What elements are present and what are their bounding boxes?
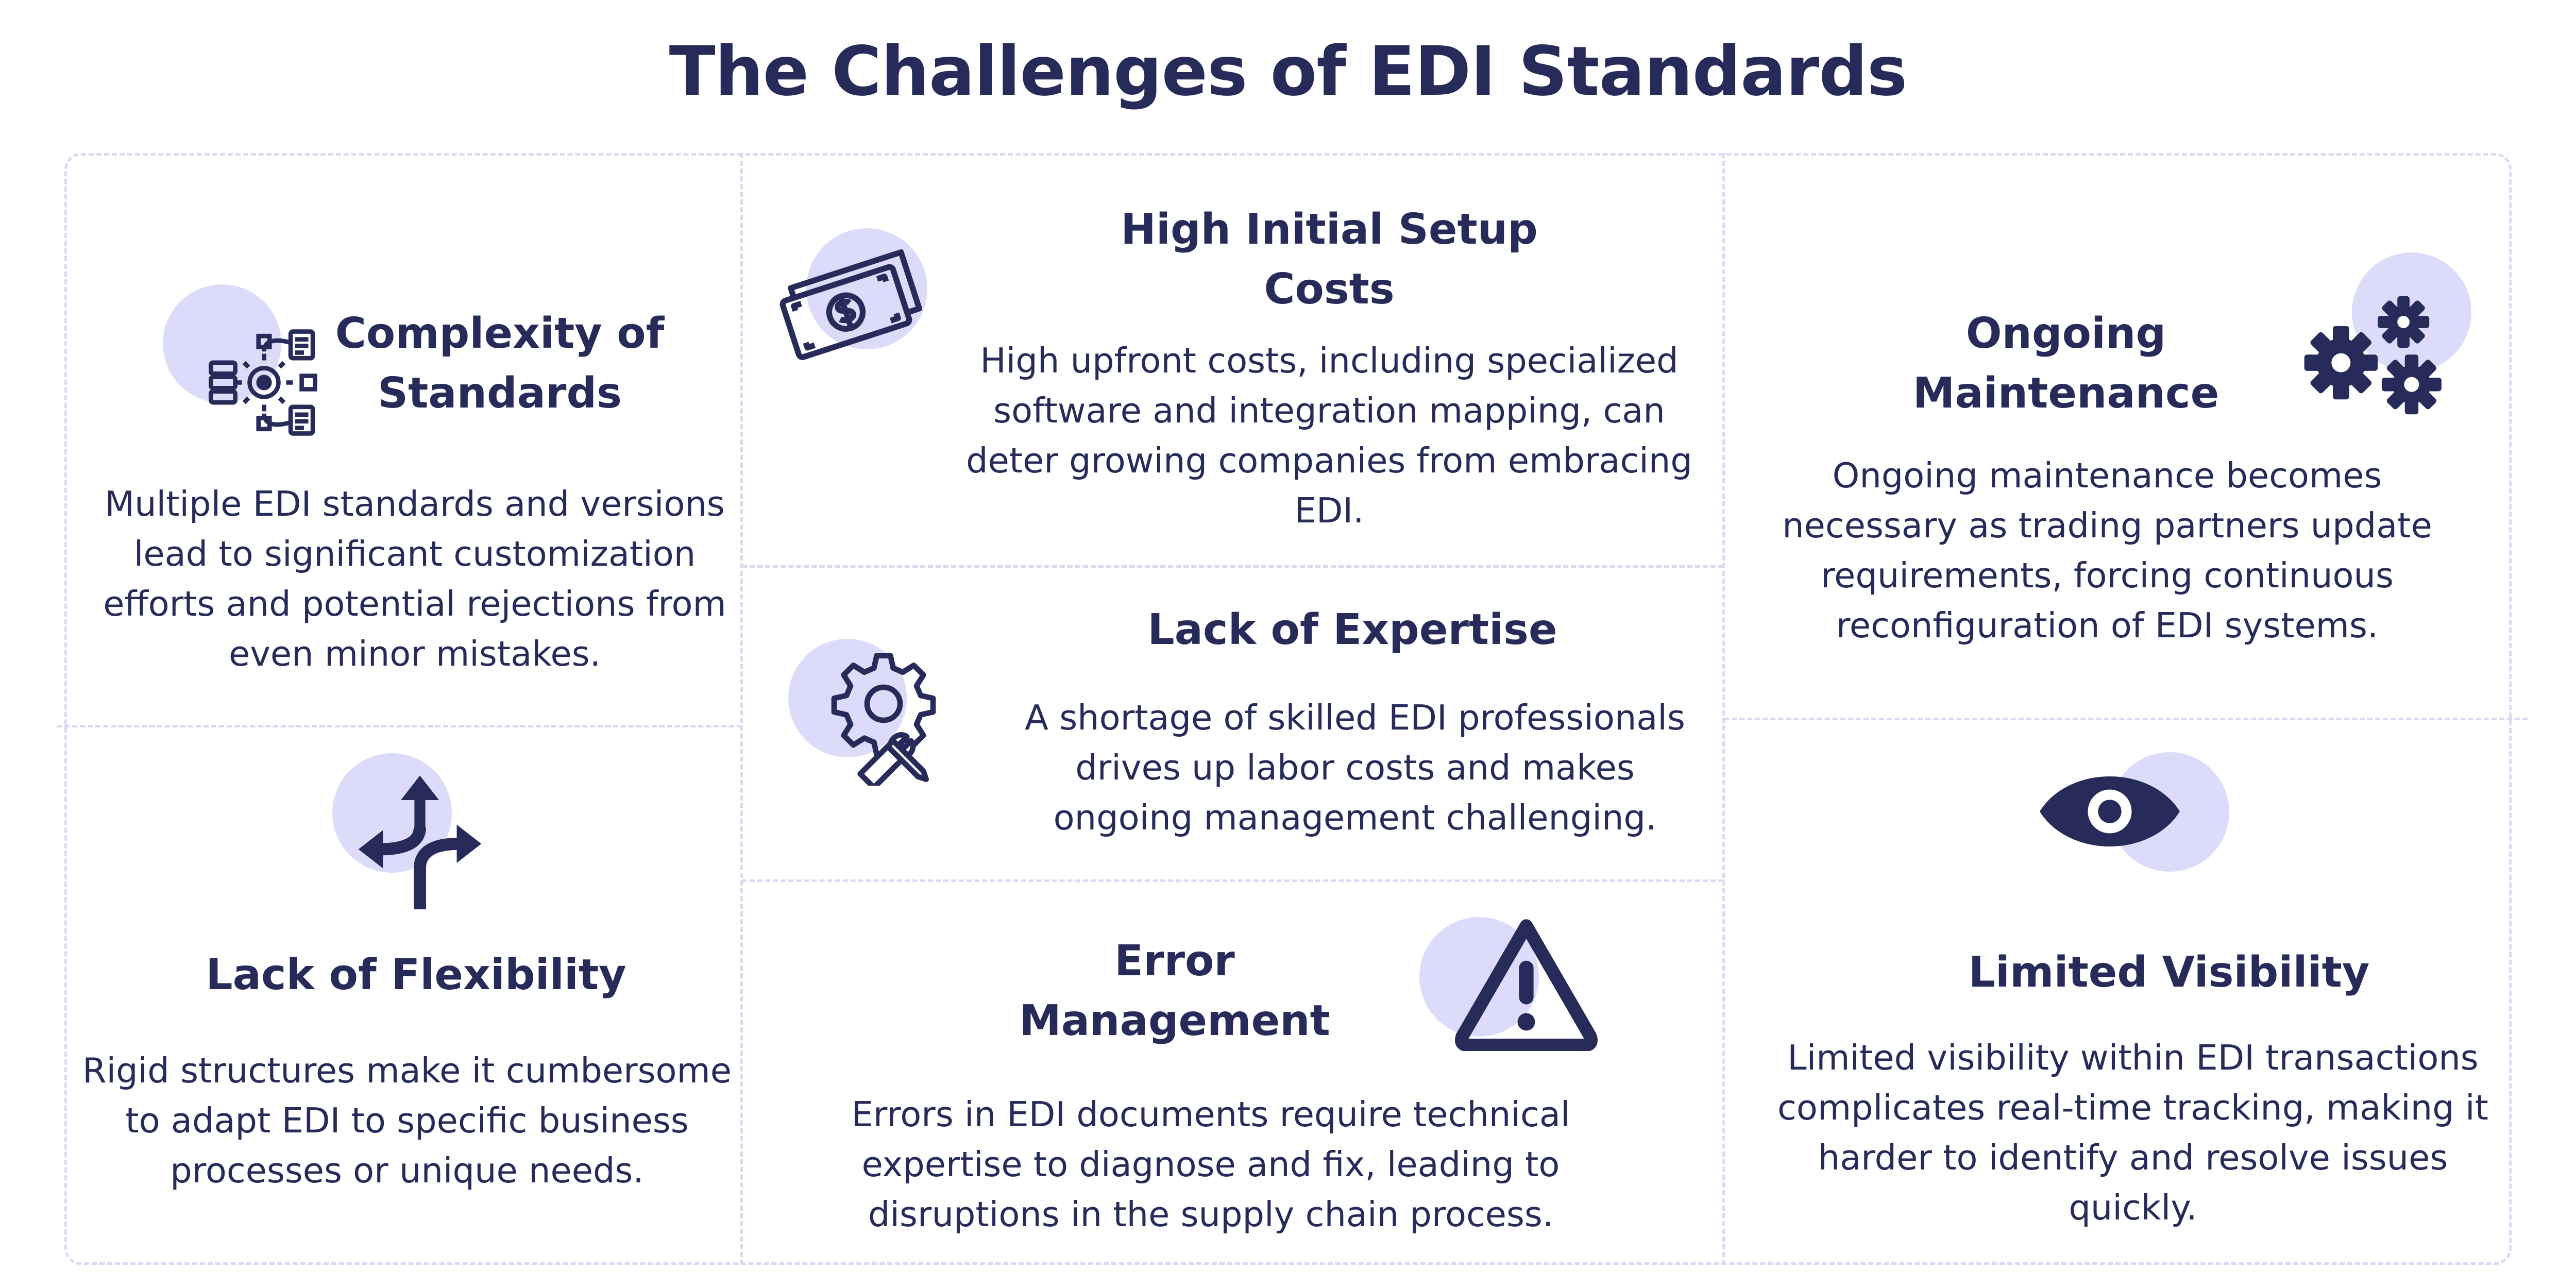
grid-frame — [64, 153, 2512, 1265]
card-heading: Lack of Expertise — [1147, 605, 1557, 654]
page-title: The Challenges of EDI Standards — [669, 32, 1908, 111]
money-bills-icon — [773, 242, 927, 366]
workflow-gear-icon — [209, 327, 319, 438]
row-divider-right — [1724, 718, 2528, 720]
row-divider-left — [57, 725, 742, 727]
card-heading: Ongoing Maintenance — [1912, 309, 2219, 418]
split-arrows-icon — [355, 773, 484, 909]
warning-triangle-icon — [1453, 917, 1600, 1051]
gear-wrench-pencil-icon — [822, 647, 945, 786]
card-body: Multiple EDI standards and versions lead… — [103, 484, 726, 674]
card-heading: Error Management — [1019, 937, 1330, 1045]
card-body: A shortage of skilled EDI professionals … — [1025, 698, 1685, 838]
column-divider-right — [1722, 153, 1725, 1265]
row-divider-middle-bottom — [742, 879, 1723, 882]
card-body: High upfront costs, including specialize… — [966, 341, 1692, 531]
card-body: Limited visibility within EDI transactio… — [1777, 1038, 2488, 1228]
card-heading: High Initial Setup Costs — [1121, 205, 1538, 314]
card-heading: Lack of Flexibility — [206, 951, 626, 999]
eye-icon — [2035, 768, 2184, 855]
card-body: Ongoing maintenance becomes necessary as… — [1782, 455, 2432, 646]
card-body: Errors in EDI documents require technica… — [851, 1094, 1570, 1234]
card-heading: Complexity of Standards — [335, 309, 665, 418]
row-divider-middle-top — [742, 565, 1723, 568]
gears-icon — [2303, 282, 2452, 421]
card-heading: Limited Visibility — [1968, 948, 2370, 997]
card-body: Rigid structures make it cumbersome to a… — [82, 1050, 732, 1191]
column-divider-left — [740, 153, 743, 1265]
